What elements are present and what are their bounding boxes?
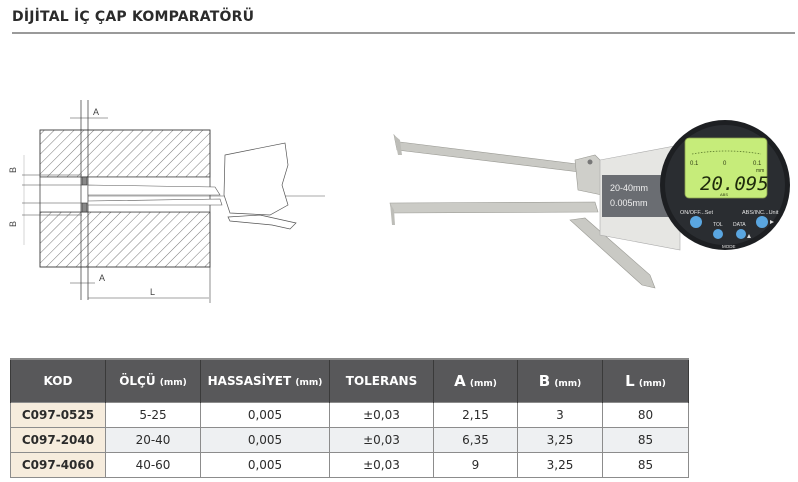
- title-divider: [12, 32, 795, 34]
- lcd-unit: mm: [756, 168, 764, 174]
- cell-tolerans: ±0,03: [329, 427, 434, 453]
- cell-a: 6,35: [433, 427, 518, 453]
- cell-olcu: 5-25: [105, 402, 201, 428]
- page-title: DİJİTAL İÇ ÇAP KOMPARATÖRÜ: [12, 9, 255, 25]
- cell-a: 2,15: [433, 402, 518, 428]
- body-range-label: 20-40mm: [610, 183, 648, 193]
- col-header-b: B (mm): [517, 358, 603, 403]
- dim-l: L: [150, 287, 155, 297]
- cell-hassasiyet: 0,005: [200, 402, 330, 428]
- on-off-button[interactable]: [690, 216, 702, 228]
- mode-label: MODE: [722, 244, 736, 249]
- cell-kod: C097-2040: [10, 427, 106, 453]
- cell-l: 85: [602, 452, 689, 478]
- on-off-label: ON/OFF...Set: [680, 210, 713, 216]
- table-header-row: KOD ÖLÇÜ (mm) HASSASİYET (mm) TOLERANS A…: [10, 358, 689, 403]
- col-header-tolerans: TOLERANS: [329, 358, 434, 403]
- col-header-l: L (mm): [602, 358, 689, 403]
- spec-table: KOD ÖLÇÜ (mm) HASSASİYET (mm) TOLERANS A…: [10, 358, 689, 478]
- table-row: C097-2040 20-40 0,005 ±0,03 6,35 3,25 85: [10, 427, 689, 453]
- cell-l: 85: [602, 427, 689, 453]
- dim-b-top: B: [8, 167, 18, 173]
- cell-olcu: 20-40: [105, 427, 201, 453]
- dim-b-bottom: B: [8, 221, 18, 227]
- cell-b: 3: [517, 402, 603, 428]
- tol-label: TOL: [713, 222, 723, 228]
- cell-kod: C097-4060: [10, 452, 106, 478]
- cell-b: 3,25: [517, 427, 603, 453]
- cell-tolerans: ±0,03: [329, 402, 434, 428]
- cell-hassasiyet: 0,005: [200, 452, 330, 478]
- col-header-kod: KOD: [10, 358, 106, 403]
- data-label: DATA: [733, 222, 746, 228]
- cell-b: 3,25: [517, 452, 603, 478]
- body-resolution-label: 0.005mm: [610, 198, 648, 208]
- up-arrow-icon: [747, 234, 751, 238]
- col-header-olcu: ÖLÇÜ (mm): [105, 358, 201, 403]
- col-header-hassasiyet: HASSASİYET (mm): [200, 358, 330, 403]
- lcd-scale-right: 0.1: [753, 161, 762, 167]
- tol-button[interactable]: [713, 229, 723, 239]
- dim-a-top: A: [93, 107, 99, 117]
- cell-a: 9: [433, 452, 518, 478]
- lcd-scale-center: 0: [723, 161, 727, 167]
- lcd-scale-left: 0.1: [690, 161, 699, 167]
- dim-a-bottom: A: [99, 273, 105, 283]
- lcd-mode: ABS: [720, 192, 728, 197]
- cell-tolerans: ±0,03: [329, 452, 434, 478]
- product-image: 20-40mm 0.005mm 0.1 0 0.1 mm 20.095 ABS …: [389, 120, 790, 289]
- cell-hassasiyet: 0,005: [200, 427, 330, 453]
- data-button[interactable]: [736, 229, 746, 239]
- lcd-reading: 20.095: [700, 173, 769, 195]
- cell-olcu: 40-60: [105, 452, 201, 478]
- technical-drawing: A A L B B: [8, 100, 325, 303]
- cell-kod: C097-0525: [10, 402, 106, 428]
- abs-inc-button[interactable]: [756, 216, 768, 228]
- col-header-a: A (mm): [433, 358, 518, 403]
- abs-inc-label: ABS/INC...Unit: [742, 210, 779, 216]
- table-row: C097-0525 5-25 0,005 ±0,03 2,15 3 80: [10, 402, 689, 428]
- table-row: C097-4060 40-60 0,005 ±0,03 9 3,25 85: [10, 452, 689, 478]
- right-arrow-icon: [770, 220, 774, 224]
- cell-l: 80: [602, 402, 689, 428]
